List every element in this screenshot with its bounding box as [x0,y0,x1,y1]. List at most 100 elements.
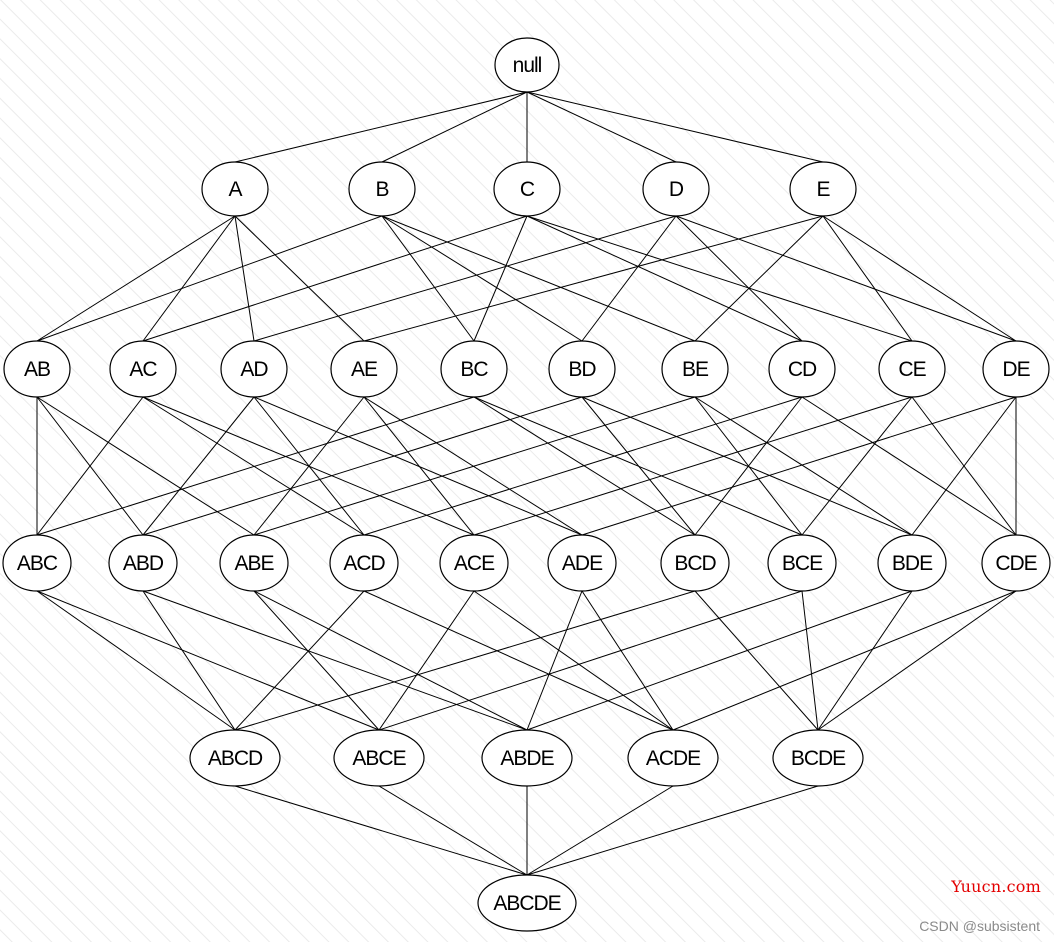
node-ellipse [220,340,288,398]
edge-b-bc [381,215,475,342]
node-ade: ADE [547,534,617,592]
node-label: BCD [674,552,716,575]
edge-cde-bcde [817,590,1017,731]
node-ellipse [189,729,281,787]
node-label: C [520,178,535,201]
edge-a-ab [36,215,236,342]
node-ellipse [109,340,177,398]
node-null: null [494,37,560,93]
node-de: DE [982,340,1050,398]
edge-bd-abd [142,396,583,536]
edge-e-be [694,215,824,342]
edge-ace-acde [473,590,674,731]
node-label: ACDE [646,747,701,770]
node-acd: ACD [329,534,399,592]
node-ellipse [494,37,560,93]
node-abcde: ABCDE [477,874,577,932]
edge-de-ade [581,396,1017,536]
edge-bcde-abcde [526,785,819,876]
node-label: BCE [782,552,823,575]
edge-ad-abd [142,396,255,536]
node-abcd: ABCD [189,729,281,787]
node-label: CE [898,358,926,381]
node-label: AB [24,358,50,381]
node-label: CD [788,358,817,381]
node-ellipse [329,534,399,592]
node-label: CDE [995,552,1037,575]
node-label: D [669,178,684,201]
node-label: ABD [123,552,164,575]
node-ellipse [768,340,836,398]
node-ellipse [547,534,617,592]
edge-ace-abce [378,590,475,731]
node-label: DE [1002,358,1030,381]
edge-abc-abcd [36,590,236,731]
edge-d-cd [675,215,803,342]
node-label: ACD [343,552,385,575]
edge-b-bd [381,215,583,342]
edge-bc-abc [36,396,475,536]
node-bcd: BCD [660,534,730,592]
edge-abcd-abcde [234,785,528,876]
node-bd: BD [548,340,616,398]
edge-d-ad [253,215,677,342]
node-label: BDE [892,552,933,575]
edge-abd-abde [142,590,528,731]
node-label: ABE [234,552,274,575]
edge-bcd-bcde [694,590,819,731]
edge-e-ae [363,215,824,342]
node-ellipse [660,534,730,592]
edge-d-de [675,215,1017,342]
edge-bcd-abcd [234,590,696,731]
edge-null-a [234,91,528,163]
edge-null-e [526,91,824,163]
edge-null-d [526,91,677,163]
edge-ad-ade [253,396,583,536]
node-ellipse [108,534,178,592]
node-cd: CD [768,340,836,398]
edge-ce-ace [473,396,913,536]
node-ellipse [772,729,864,787]
node-label: ABC [17,552,58,575]
node-ellipse [548,340,616,398]
edge-acde-abcde [526,785,674,876]
node-abce: ABCE [333,729,425,787]
node-e: E [789,161,857,217]
node-a: A [201,161,269,217]
node-ellipse [767,534,837,592]
edge-ce-bce [801,396,913,536]
edge-c-ce [526,215,913,342]
node-label: BE [682,358,709,381]
node-ellipse [877,534,947,592]
node-ab: AB [3,340,71,398]
edge-bce-abce [378,590,803,731]
edge-null-b [381,91,528,163]
edge-e-ce [822,215,913,342]
node-ce: CE [878,340,946,398]
node-label: BCDE [791,747,846,770]
node-label: BD [568,358,596,381]
node-ellipse [333,729,425,787]
node-acde: ACDE [627,729,719,787]
node-ellipse [481,729,573,787]
node-ellipse [661,340,729,398]
node-ac: AC [109,340,177,398]
node-label: ADE [562,552,603,575]
node-b: B [348,161,416,217]
edge-abe-abde [253,590,528,731]
node-ad: AD [220,340,288,398]
edge-c-cd [526,215,803,342]
node-label: ABCDE [493,892,561,915]
node-bcde: BCDE [772,729,864,787]
edge-acd-abcd [234,590,365,731]
edge-abd-abcd [142,590,236,731]
node-ellipse [982,340,1050,398]
node-abc: ABC [2,534,72,592]
edge-cd-acd [363,396,803,536]
node-label: ABDE [500,747,554,770]
node-abd: ABD [108,534,178,592]
node-cde: CDE [981,534,1051,592]
brand-watermark: Yuucn.com [951,877,1041,896]
node-ellipse [2,534,72,592]
